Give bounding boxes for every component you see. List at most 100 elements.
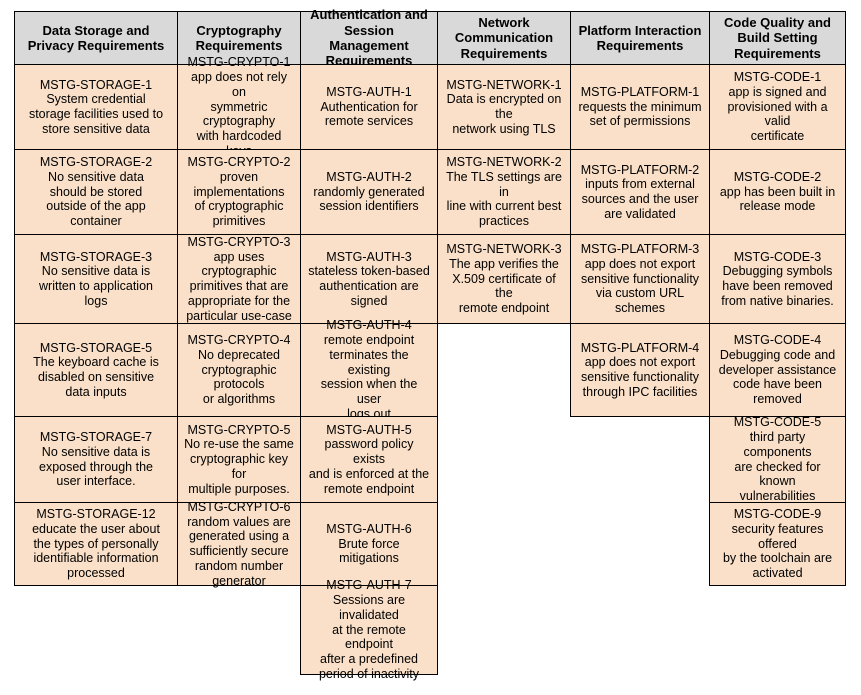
requirement-description: No deprecated cryptographic protocols or…: [197, 347, 280, 407]
requirement-id: MSTG-NETWORK-1: [446, 77, 562, 92]
requirement-description: No sensitive data is written to applicat…: [39, 264, 153, 308]
requirement-description: third party components are checked for k…: [734, 430, 821, 503]
requirement-id: MSTG-NETWORK-3: [446, 242, 562, 257]
requirement-description: Debugging code and developer assistance …: [718, 347, 837, 407]
requirement-id: MSTG-AUTH-3: [326, 249, 412, 264]
requirement-id: MSTG-STORAGE-1: [39, 77, 153, 92]
requirement-id: MSTG-CRYPTO-3: [187, 234, 291, 249]
matrix-column: Authentication and Session Management Re…: [300, 7, 438, 681]
requirement-id: MSTG-CRYPTO-6: [187, 499, 291, 514]
column-header: Cryptography Requirements: [177, 11, 301, 65]
column-header-label: Cryptography Requirements: [195, 22, 283, 53]
requirement-description: Data is encrypted on the network using T…: [446, 92, 562, 136]
column-header-label: Network Communication Requirements: [454, 15, 554, 61]
requirement-description: password policy exists and is enforced a…: [308, 437, 430, 496]
requirement-description: Sessions are invalidated at the remote e…: [318, 593, 420, 681]
requirement-id: MSTG-STORAGE-2: [39, 155, 153, 170]
requirement-id: MSTG-PLATFORM-1: [580, 84, 700, 99]
requirement-description: The keyboard cache is disabled on sensit…: [33, 355, 159, 399]
requirement-id: MSTG-CODE-1: [733, 70, 822, 85]
requirement-description: educate the user about the types of pers…: [32, 521, 160, 581]
requirement-description: Debugging symbols have been removed from…: [721, 264, 834, 308]
requirement-id: MSTG-STORAGE-5: [39, 340, 153, 355]
requirement-description: Brute force mitigations: [338, 536, 400, 566]
requirement-id: MSTG-AUTH-6: [326, 521, 412, 536]
requirement-description: app is signed and provisioned with a val…: [727, 84, 828, 144]
requirement-id: MSTG-CODE-4: [733, 333, 822, 348]
requirement-description: app does not export sensitive functional…: [580, 355, 700, 399]
requirement-description: requests the minimum set of permissions: [578, 99, 702, 129]
requirement-id: MSTG-AUTH-2: [326, 169, 412, 184]
requirement-description: The app verifies the X.509 certificate o…: [449, 256, 559, 316]
matrix-column: Code Quality and Build Setting Requireme…: [709, 11, 846, 586]
requirement-id: MSTG-STORAGE-12: [36, 507, 156, 522]
requirement-id: MSTG-STORAGE-7: [39, 430, 153, 444]
requirement-id: MSTG-CODE-2: [733, 169, 822, 184]
column-header: Data Storage and Privacy Requirements: [14, 11, 178, 65]
requirement-description: security features offered by the toolcha…: [722, 521, 833, 581]
requirement-id: MSTG-STORAGE-3: [39, 249, 153, 264]
column-header-label: Authentication and Session Management Re…: [310, 7, 428, 69]
requirement-description: No re-use the same cryptographic key for…: [184, 437, 294, 496]
requirement-id: MSTG-AUTH-1: [326, 84, 412, 99]
requirement-description: inputs from external sources and the use…: [581, 177, 699, 221]
column-header: Code Quality and Build Setting Requireme…: [709, 11, 846, 65]
requirement-description: randomly generated session identifiers: [313, 184, 425, 214]
requirement-description: stateless token-based authentication are…: [308, 264, 430, 308]
requirement-description: proven implementations of cryptographic …: [193, 169, 285, 229]
requirement-description: The TLS settings are in line with curren…: [446, 169, 562, 229]
requirement-description: No sensitive data should be stored outsi…: [46, 169, 146, 229]
requirement-id: MSTG-PLATFORM-3: [580, 242, 700, 257]
requirement-id: MSTG-PLATFORM-4: [580, 340, 700, 355]
requirement-description: random values are generated using a suff…: [187, 514, 291, 588]
requirement-id: MSTG-CRYPTO-2: [187, 155, 291, 170]
requirement-description: No sensitive data is exposed through the…: [39, 444, 153, 489]
requirement-description: app does not export sensitive functional…: [580, 256, 700, 316]
requirement-id: MSTG-AUTH-4: [326, 318, 412, 333]
